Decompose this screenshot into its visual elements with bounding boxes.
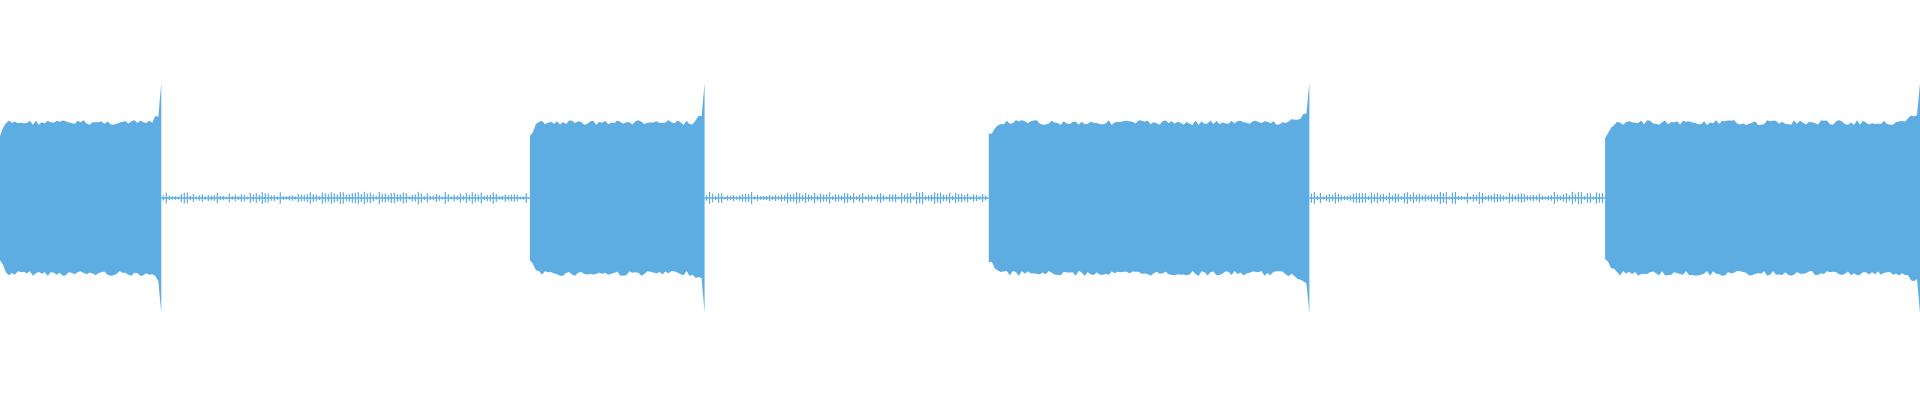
noise-segment-5 [1309, 191, 1606, 205]
tone-burst-2 [529, 83, 705, 313]
noise-segment-3 [704, 192, 989, 204]
tone-burst-6 [1605, 83, 1920, 313]
tone-burst-4 [988, 83, 1310, 313]
tone-burst-0 [0, 83, 162, 313]
noise-segment-1 [161, 191, 530, 205]
